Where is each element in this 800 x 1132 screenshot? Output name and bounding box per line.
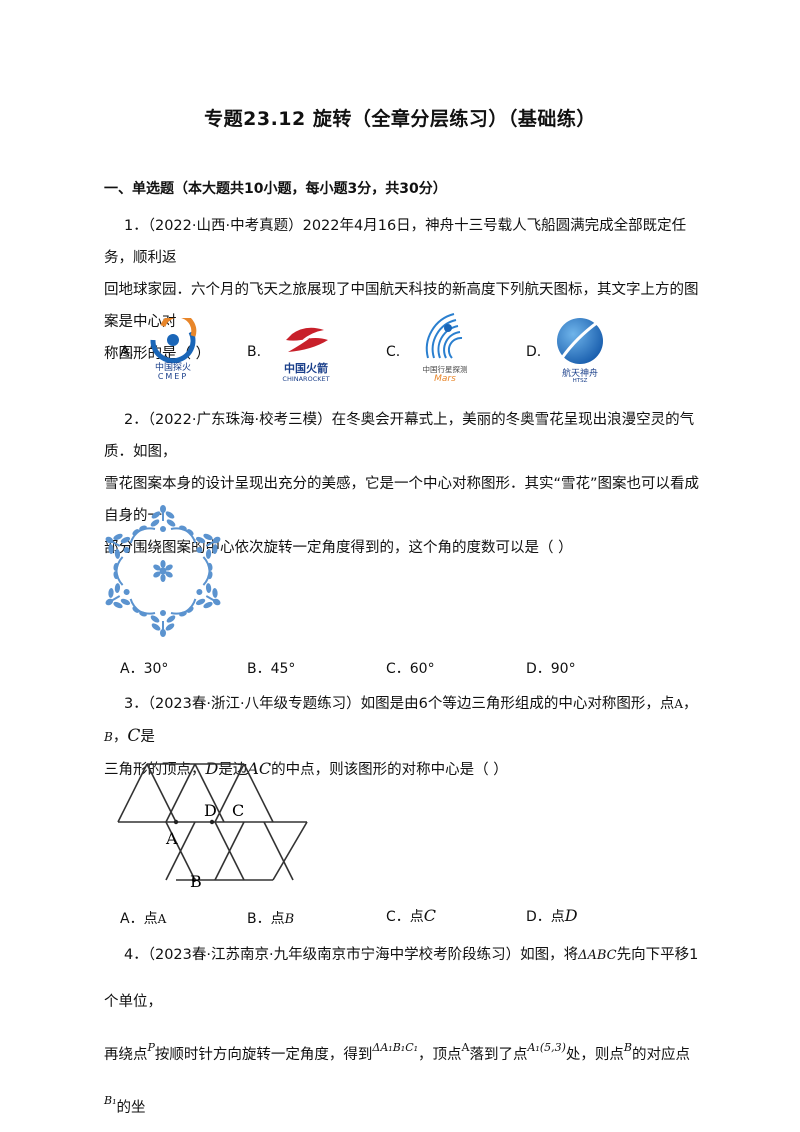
cmep-logo: 中国探火 CMEP bbox=[145, 312, 201, 388]
question-2: 2．（2022·广东珠海·校考三模）在冬奥会开幕式上，美丽的冬奥雪花呈现出浪漫空… bbox=[104, 404, 700, 564]
q2-option-c: C．60° bbox=[386, 661, 435, 677]
question-3-line-2: 三角形的顶点，D是边AC的中点，则该图形的对称中心是（ ） bbox=[104, 759, 508, 778]
q2-option-d: D．90° bbox=[526, 661, 576, 677]
question-4-line-2: 再绕点P按顺时针方向旋转一定角度，得到ΔA₁B₁C₁，顶点A落到了点A₁(5,3… bbox=[104, 1041, 691, 1116]
question-2-line-3: 部分围绕图案的中心依次旋转一定角度得到的，这个角的度数可以是（ ） bbox=[104, 540, 573, 556]
question-1-line-1: 1．（2022·山西·中考真题）2022年4月16日，神舟十三号载人飞船圆满完成… bbox=[104, 218, 687, 266]
q3-option-a: A．点A bbox=[120, 911, 167, 927]
vertex-a-inline: A bbox=[461, 1041, 470, 1054]
q3-option-c: C．点C bbox=[386, 906, 437, 925]
point-a-dot bbox=[173, 819, 179, 825]
label-c: C bbox=[232, 801, 244, 820]
question-4: 4．（2023春·江苏南京·九年级南京市宁海中学校考阶段练习）如图，将ΔABC先… bbox=[104, 932, 700, 1131]
q3-option-d: D．点D bbox=[526, 906, 578, 925]
question-1-line-2: 回地球家园．六个月的飞天之旅展现了中国航天科技的新高度下列航天图标，其文字上方的… bbox=[104, 282, 699, 330]
mars-logo-text: 中国行星探测 bbox=[422, 365, 468, 374]
point-d-dot bbox=[209, 819, 215, 825]
segment-ac-inline: AC bbox=[247, 759, 272, 778]
question-3: 3．（2023春·浙江·八年级专题练习）如图是由6个等边三角形组成的中心对称图形… bbox=[104, 688, 700, 786]
option-c-label: C. bbox=[386, 344, 401, 360]
option-b-label: B. bbox=[247, 344, 262, 360]
option-d-label: D. bbox=[526, 344, 542, 360]
point-c-inline: C bbox=[127, 726, 141, 746]
question-4-line-1: 4．（2023春·江苏南京·九年级南京市宁海中学校考阶段练习）如图，将ΔABC先… bbox=[104, 947, 699, 1010]
question-2-line-2: 雪花图案本身的设计呈现出充分的美感，它是一个中心对称图形．其实“雪花”图案也可以… bbox=[104, 476, 700, 524]
triangle-abc-inline: ΔABC bbox=[578, 948, 617, 963]
mars-logo-subtext: Mars bbox=[434, 374, 456, 384]
point-b1-inline: B₁ bbox=[104, 1094, 117, 1107]
point-b-inline: B bbox=[104, 730, 113, 744]
q2-option-b: B．45° bbox=[247, 661, 296, 677]
option-a-label: A. bbox=[120, 344, 134, 360]
page-title: 专题23.12 旋转（全章分层练习）（基础练） bbox=[204, 108, 596, 130]
label-a: A bbox=[165, 829, 178, 848]
point-p-inline: P bbox=[147, 1041, 155, 1054]
label-d: D bbox=[204, 801, 217, 820]
point-a1-inline: A₁(5,3) bbox=[527, 1041, 566, 1054]
section-heading: 一、单选题（本大题共10小题，每小题3分，共30分） bbox=[104, 181, 447, 197]
snowflake-figure bbox=[92, 502, 234, 644]
china-rocket-logo: 中国火箭 CHINAROCKET bbox=[272, 322, 340, 383]
point-b-dot bbox=[191, 877, 197, 883]
question-1: 1．（2022·山西·中考真题）2022年4月16日，神舟十三号载人飞船圆满完成… bbox=[104, 210, 700, 370]
htsz-logo-subtext: HTSZ bbox=[572, 378, 588, 384]
htsz-logo: 航天神舟 HTSZ bbox=[554, 316, 606, 384]
label-b: B bbox=[190, 872, 202, 891]
q2-option-a: A．30° bbox=[120, 661, 169, 677]
point-b-inline-q4: B bbox=[623, 1041, 633, 1054]
cmep-logo-subtext: CMEP bbox=[157, 372, 189, 381]
question-2-line-1: 2．（2022·广东珠海·校考三模）在冬奥会开幕式上，美丽的冬奥雪花呈现出浪漫空… bbox=[104, 412, 695, 460]
triangle-a1b1c1-inline: ΔA₁B₁C₁ bbox=[372, 1041, 419, 1054]
point-a-inline: A bbox=[674, 697, 683, 711]
china-rocket-logo-subtext: CHINAROCKET bbox=[282, 375, 330, 383]
triangle-figure: D C A B bbox=[110, 756, 310, 898]
mars-logo: 中国行星探测 Mars bbox=[414, 308, 476, 384]
china-rocket-logo-text: 中国火箭 bbox=[284, 362, 328, 375]
cmep-logo-text: 中国探火 bbox=[154, 363, 191, 373]
htsz-logo-text: 航天神舟 bbox=[561, 369, 598, 379]
question-3-line-1: 3．（2023春·浙江·八年级专题练习）如图是由6个等边三角形组成的中心对称图形… bbox=[104, 696, 698, 746]
q3-option-b: B．点B bbox=[247, 911, 295, 927]
